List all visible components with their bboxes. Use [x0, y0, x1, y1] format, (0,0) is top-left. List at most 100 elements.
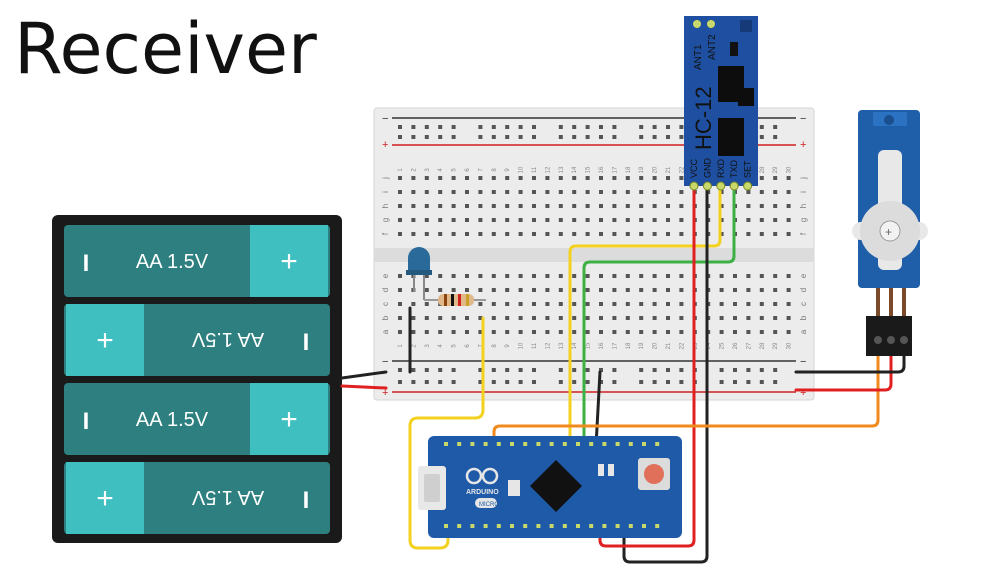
terminal-hole [719, 204, 724, 208]
terminal-hole [786, 204, 791, 208]
terminal-hole [545, 218, 550, 222]
terminal-hole [639, 330, 644, 334]
terminal-hole [478, 190, 483, 194]
terminal-hole [639, 316, 644, 320]
terminal-hole [639, 232, 644, 236]
terminal-hole [759, 190, 764, 194]
rail-hole [599, 135, 603, 139]
terminal-hole [505, 176, 510, 180]
terminal-hole [438, 204, 443, 208]
terminal-hole [518, 218, 523, 222]
battery-plus-symbol: + [280, 403, 298, 436]
terminal-hole [612, 288, 617, 292]
terminal-hole [759, 330, 764, 334]
rail-hole [424, 368, 429, 372]
terminal-hole [733, 316, 737, 320]
terminal-hole [505, 218, 510, 222]
terminal-hole [505, 302, 510, 306]
row-letter-left: f [381, 232, 390, 235]
rail-hole [532, 125, 536, 129]
arduino-pin-bottom [510, 524, 514, 528]
terminal-hole [625, 274, 630, 278]
terminal-hole [438, 330, 443, 334]
terminal-hole [491, 274, 496, 278]
terminal-hole [612, 330, 617, 334]
terminal-hole [424, 330, 429, 334]
terminal-hole [612, 232, 617, 236]
terminal-hole [398, 232, 402, 236]
column-number-bottom: 6 [465, 344, 471, 348]
rail-hole [411, 380, 416, 384]
hc12-ant1-label: ANT1 [693, 44, 704, 70]
rail-hole [478, 135, 483, 139]
rail-hole [505, 125, 510, 129]
terminal-hole [679, 176, 684, 180]
terminal-hole [652, 232, 657, 236]
terminal-hole [612, 274, 617, 278]
terminal-hole [518, 302, 523, 306]
arduino-pin-bottom [628, 524, 633, 528]
terminal-hole [532, 302, 536, 306]
row-letter-left: d [381, 288, 390, 292]
terminal-hole [491, 190, 496, 194]
terminal-hole [666, 288, 670, 292]
arduino-pin-top [510, 442, 514, 446]
rail-hole [585, 380, 590, 384]
terminal-hole [424, 204, 429, 208]
rail-hole [612, 368, 617, 372]
terminal-hole [411, 204, 416, 208]
terminal-hole [478, 232, 483, 236]
rail-hole [773, 368, 778, 372]
arduino-pin-top [628, 442, 633, 446]
terminal-hole [398, 218, 402, 222]
terminal-hole [666, 330, 670, 334]
hc12-pin-label-vcc: VCC [689, 158, 699, 178]
terminal-hole [411, 330, 416, 334]
column-number-bottom: 8 [492, 344, 498, 348]
terminal-hole [585, 274, 590, 278]
row-letter-left: i [381, 191, 390, 193]
hc12-pin-rxd [716, 181, 726, 191]
rail-hole [666, 368, 670, 372]
wire-hc12-txd [582, 188, 736, 448]
terminal-hole [572, 302, 577, 306]
hc12-pin-label-gnd: GND [702, 158, 712, 179]
rail-minus-label-bl: − [382, 356, 388, 368]
rail-hole [733, 380, 737, 384]
hc12-ant2-label: ANT2 [707, 34, 718, 60]
terminal-hole [679, 274, 684, 278]
arduino-pin-top [523, 442, 528, 446]
row-letter-right: d [799, 288, 808, 292]
terminal-hole [424, 316, 429, 320]
terminal-hole [719, 274, 724, 278]
wire-hc12-vcc [598, 188, 696, 548]
terminal-hole [786, 288, 791, 292]
terminal-hole [719, 316, 724, 320]
arduino-pin-bottom [470, 524, 475, 528]
arduino-pin-top [642, 442, 646, 446]
column-number-top: 19 [639, 166, 645, 173]
column-number-top: 13 [559, 166, 565, 173]
row-letter-right: c [799, 302, 808, 306]
terminal-hole [652, 288, 657, 292]
terminal-hole [625, 176, 630, 180]
battery-plus-symbol: + [280, 245, 298, 278]
row-letter-right: f [799, 232, 808, 235]
arduino-pin-top [444, 442, 448, 446]
terminal-hole [652, 274, 657, 278]
terminal-hole [625, 316, 630, 320]
terminal-hole [759, 316, 764, 320]
arduino-pin-bottom [444, 524, 448, 528]
terminal-hole [424, 274, 429, 278]
terminal-hole [572, 218, 577, 222]
terminal-hole [746, 232, 751, 236]
terminal-hole [599, 330, 603, 334]
terminal-hole [545, 232, 550, 236]
terminal-hole [491, 330, 496, 334]
terminal-hole [532, 232, 536, 236]
led-body [408, 247, 430, 272]
terminal-hole [612, 316, 617, 320]
terminal-hole [612, 176, 617, 180]
terminal-hole [478, 176, 483, 180]
